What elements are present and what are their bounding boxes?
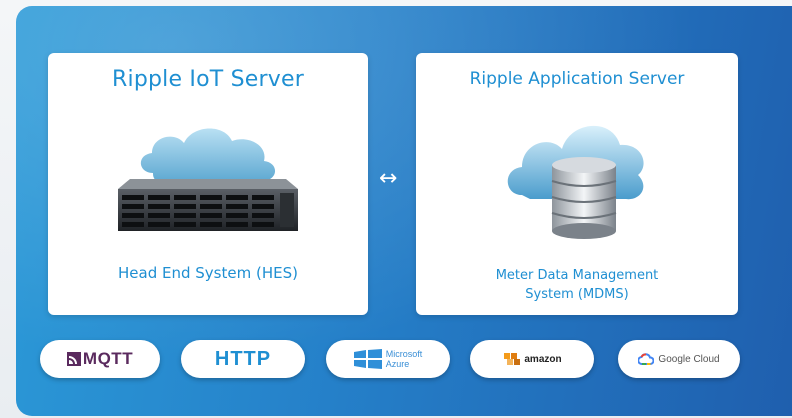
azure-logo: Microsoft Azure bbox=[353, 349, 423, 369]
application-server-title: Ripple Application Server bbox=[469, 69, 685, 89]
aws-cubes-icon bbox=[504, 353, 521, 365]
azure-label-line1: Microsoft bbox=[385, 349, 423, 359]
google-cloud-logo: Google Cloud bbox=[638, 353, 720, 365]
windows-icon bbox=[353, 349, 382, 369]
mqtt-badge: MQTT bbox=[40, 340, 160, 378]
application-server-card: Ripple Application Server Meter Data Man… bbox=[416, 53, 738, 315]
mqtt-logo-icon bbox=[66, 352, 81, 366]
cloud-database-icon bbox=[507, 125, 644, 239]
http-label: HTTP bbox=[214, 347, 272, 370]
hes-label: Head End System (HES) bbox=[118, 264, 298, 282]
aws-logo: amazon bbox=[502, 351, 562, 367]
google-cloud-icon bbox=[638, 353, 655, 365]
mqtt-label: MQTT bbox=[82, 349, 134, 368]
iot-server-title: Ripple IoT Server bbox=[112, 67, 304, 92]
mqtt-logo: MQTT bbox=[66, 349, 134, 369]
google-cloud-badge: Google Cloud bbox=[618, 340, 740, 378]
azure-label: Microsoft Azure bbox=[386, 349, 423, 369]
cloud-server-icon bbox=[118, 128, 298, 231]
mdms-label: Meter Data Management System (MDMS) bbox=[416, 266, 738, 304]
mdms-label-line1: Meter Data Management bbox=[495, 268, 659, 283]
http-badge: HTTP bbox=[181, 340, 305, 378]
azure-label-line2: Azure bbox=[385, 359, 410, 369]
mdms-label-line2: System (MDMS) bbox=[525, 287, 629, 302]
azure-badge: Microsoft Azure bbox=[326, 340, 450, 378]
iot-server-card: Ripple IoT Server Head End System (HES) bbox=[48, 53, 368, 315]
google-cloud-label: Google Cloud bbox=[658, 353, 720, 365]
bidirectional-arrow-icon: ↔ bbox=[379, 166, 398, 191]
aws-badge: amazon bbox=[470, 340, 594, 378]
aws-label: amazon bbox=[524, 353, 562, 365]
